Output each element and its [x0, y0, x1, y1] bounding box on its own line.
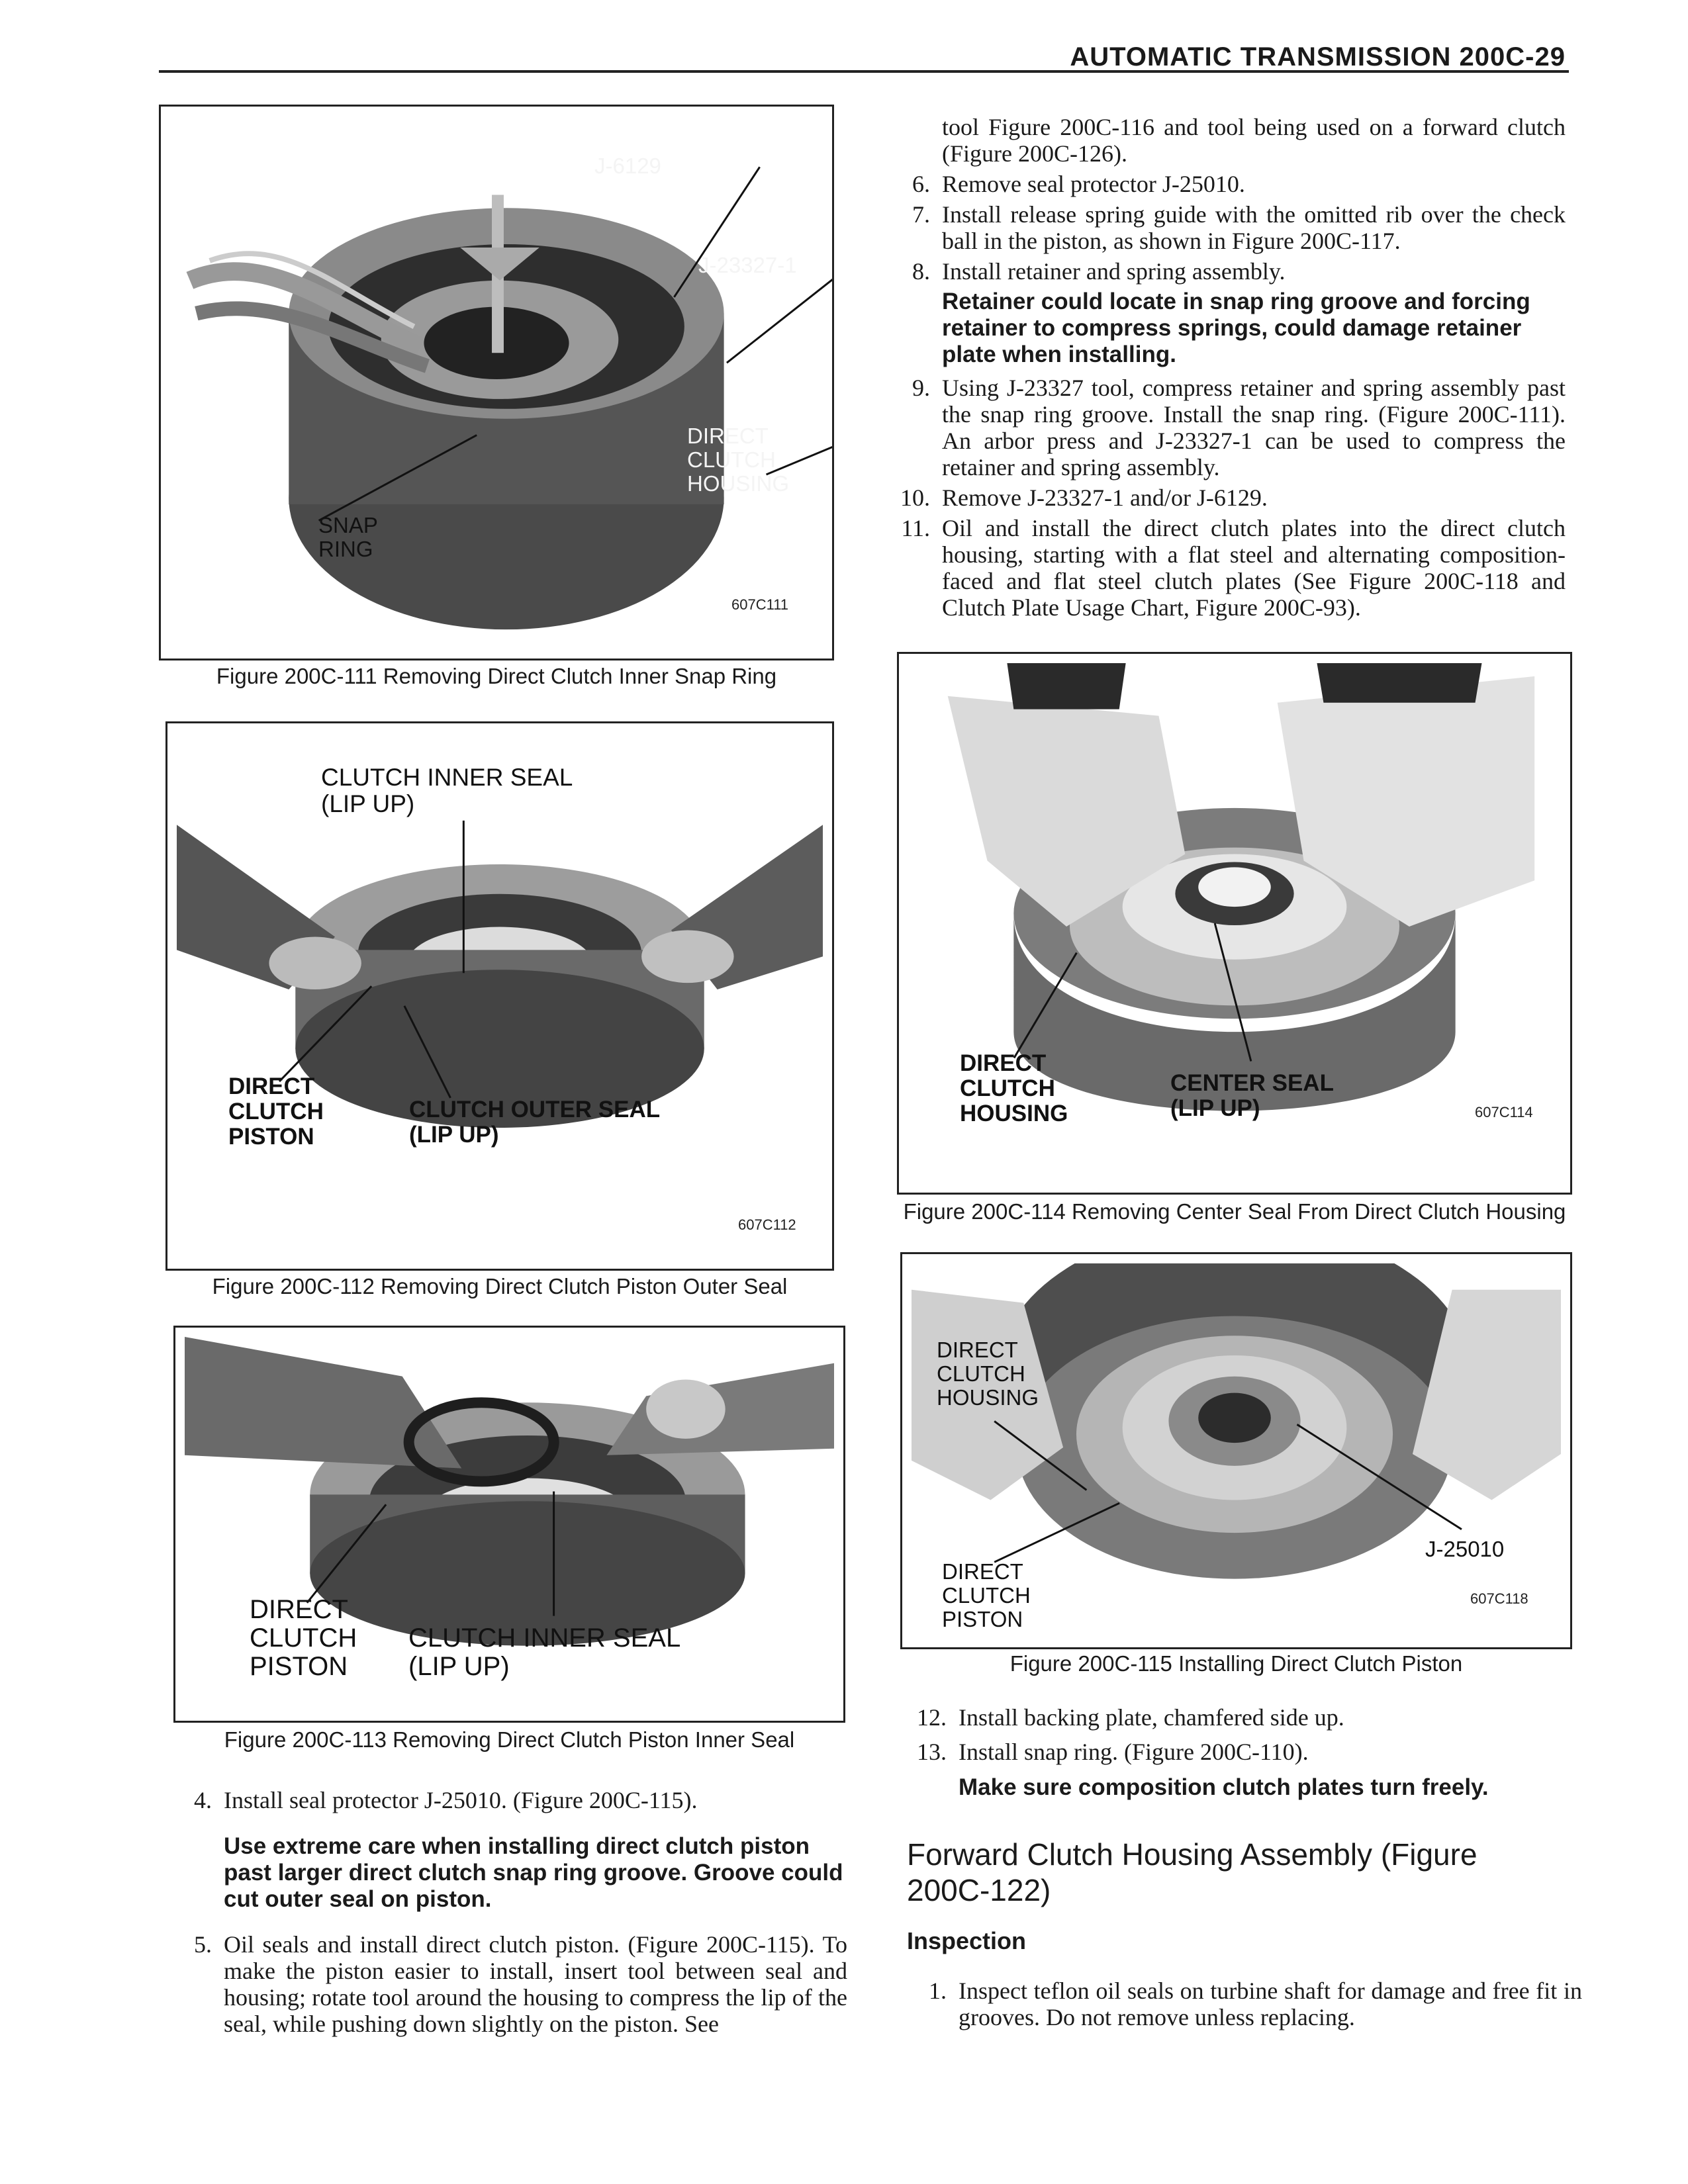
figure-115-caption: Figure 200C-115 Installing Direct Clutch…: [1009, 1651, 1463, 1676]
step-10: 10.Remove J-23327-1 and/or J-6129.: [900, 484, 1268, 511]
step-8: 8.Install retainer and spring assembly.: [912, 258, 1286, 285]
figure-114-caption: Figure 200C-114 Removing Center Seal Fro…: [903, 1199, 1566, 1224]
right-text-bottom: 12.Install backing plate, chamfered side…: [914, 1704, 1569, 1807]
label-direct-clutch-housing: DIRECT CLUTCH HOUSING: [687, 424, 790, 496]
figure-112-code: 607C112: [738, 1216, 796, 1233]
label-snap-ring: SNAP RING: [318, 513, 378, 561]
step-4: 4.Install seal protector J-25010. (Figur…: [194, 1787, 698, 1813]
left-text: 4.Install seal protector J-25010. (Figur…: [179, 1787, 847, 2041]
figure-114-code: 607C114: [1475, 1104, 1533, 1120]
figure-114: DIRECT CLUTCH HOUSING CENTER SEAL (LIP U…: [897, 652, 1572, 1195]
label-clutch-outer-seal: CLUTCH OUTER SEAL (LIP UP): [409, 1097, 661, 1148]
step-13: 13.Install snap ring. (Figure 200C-110).: [917, 1739, 1309, 1765]
right-text-inspection: 1.Inspect teflon oil seals on turbine sh…: [914, 1978, 1582, 2034]
step-5: 5.Oil seals and install direct clutch pi…: [194, 1931, 847, 2037]
warning-13: Make sure composition clutch plates turn…: [959, 1774, 1489, 1800]
section-heading: Forward Clutch Housing Assembly (Figure …: [907, 1837, 1477, 1907]
figure-113: DIRECT CLUTCH PISTON CLUTCH INNER SEAL (…: [173, 1326, 845, 1723]
step-1: 1.Inspect teflon oil seals on turbine sh…: [929, 1978, 1582, 2030]
figure-113-caption: Figure 200C-113 Removing Direct Clutch P…: [224, 1727, 795, 1752]
figure-115: DIRECT CLUTCH HOUSING J-25010 DIRECT CLU…: [900, 1252, 1572, 1649]
right-text-top: tool Figure 200C-116 and tool being used…: [897, 114, 1566, 625]
subheading-inspection: Inspection: [907, 1927, 1027, 1954]
figure-113-photo: [185, 1337, 834, 1711]
figure-111-code: 607C111: [731, 596, 789, 613]
label-direct-clutch-piston: DIRECT CLUTCH PISTON: [942, 1559, 1031, 1631]
label-direct-clutch-piston: DIRECT CLUTCH PISTON: [250, 1595, 357, 1681]
label-center-seal: CENTER SEAL (LIP UP): [1170, 1070, 1334, 1121]
header-rule: [159, 70, 1569, 73]
label-j25010: J-25010: [1425, 1537, 1505, 1561]
step-12: 12.Install backing plate, chamfered side…: [917, 1704, 1344, 1731]
step-6: 6.Remove seal protector J-25010.: [912, 171, 1245, 197]
figure-112: CLUTCH INNER SEAL (LIP UP) DIRECT CLUTCH…: [165, 721, 834, 1271]
figure-112-caption: Figure 200C-112 Removing Direct Clutch P…: [212, 1274, 788, 1298]
step-9: 9.Using J-23327 tool, compress retainer …: [912, 375, 1566, 480]
label-direct-clutch-piston: DIRECT CLUTCH PISTON: [228, 1073, 324, 1150]
label-clutch-inner-seal: CLUTCH INNER SEAL (LIP UP): [408, 1623, 681, 1681]
warning-4: Use extreme care when installing direct …: [224, 1833, 843, 1912]
label-j6129: J-6129: [594, 154, 661, 178]
label-direct-clutch-housing: DIRECT CLUTCH HOUSING: [960, 1050, 1068, 1126]
figure-111-caption: Figure 200C-111 Removing Direct Clutch I…: [216, 664, 777, 688]
label-direct-clutch-housing: DIRECT CLUTCH HOUSING: [937, 1338, 1039, 1410]
step-5-continued: tool Figure 200C-116 and tool being used…: [942, 114, 1566, 167]
step-7: 7.Install release spring guide with the …: [912, 201, 1566, 254]
figure-111: J-6129 J-23327-1 DIRECT CLUTCH HOUSING S…: [159, 105, 834, 660]
figure-111-photo: [170, 116, 823, 649]
warning-8: Retainer could locate in snap ring groov…: [942, 289, 1530, 367]
figure-115-code: 607C118: [1470, 1590, 1528, 1607]
step-11: 11.Oil and install the direct clutch pla…: [901, 515, 1566, 621]
running-head: AUTOMATIC TRANSMISSION 200C-29: [1070, 42, 1566, 71]
label-clutch-inner-seal: CLUTCH INNER SEAL (LIP UP): [321, 764, 573, 817]
label-j23327-1: J-23327-1: [698, 253, 797, 277]
